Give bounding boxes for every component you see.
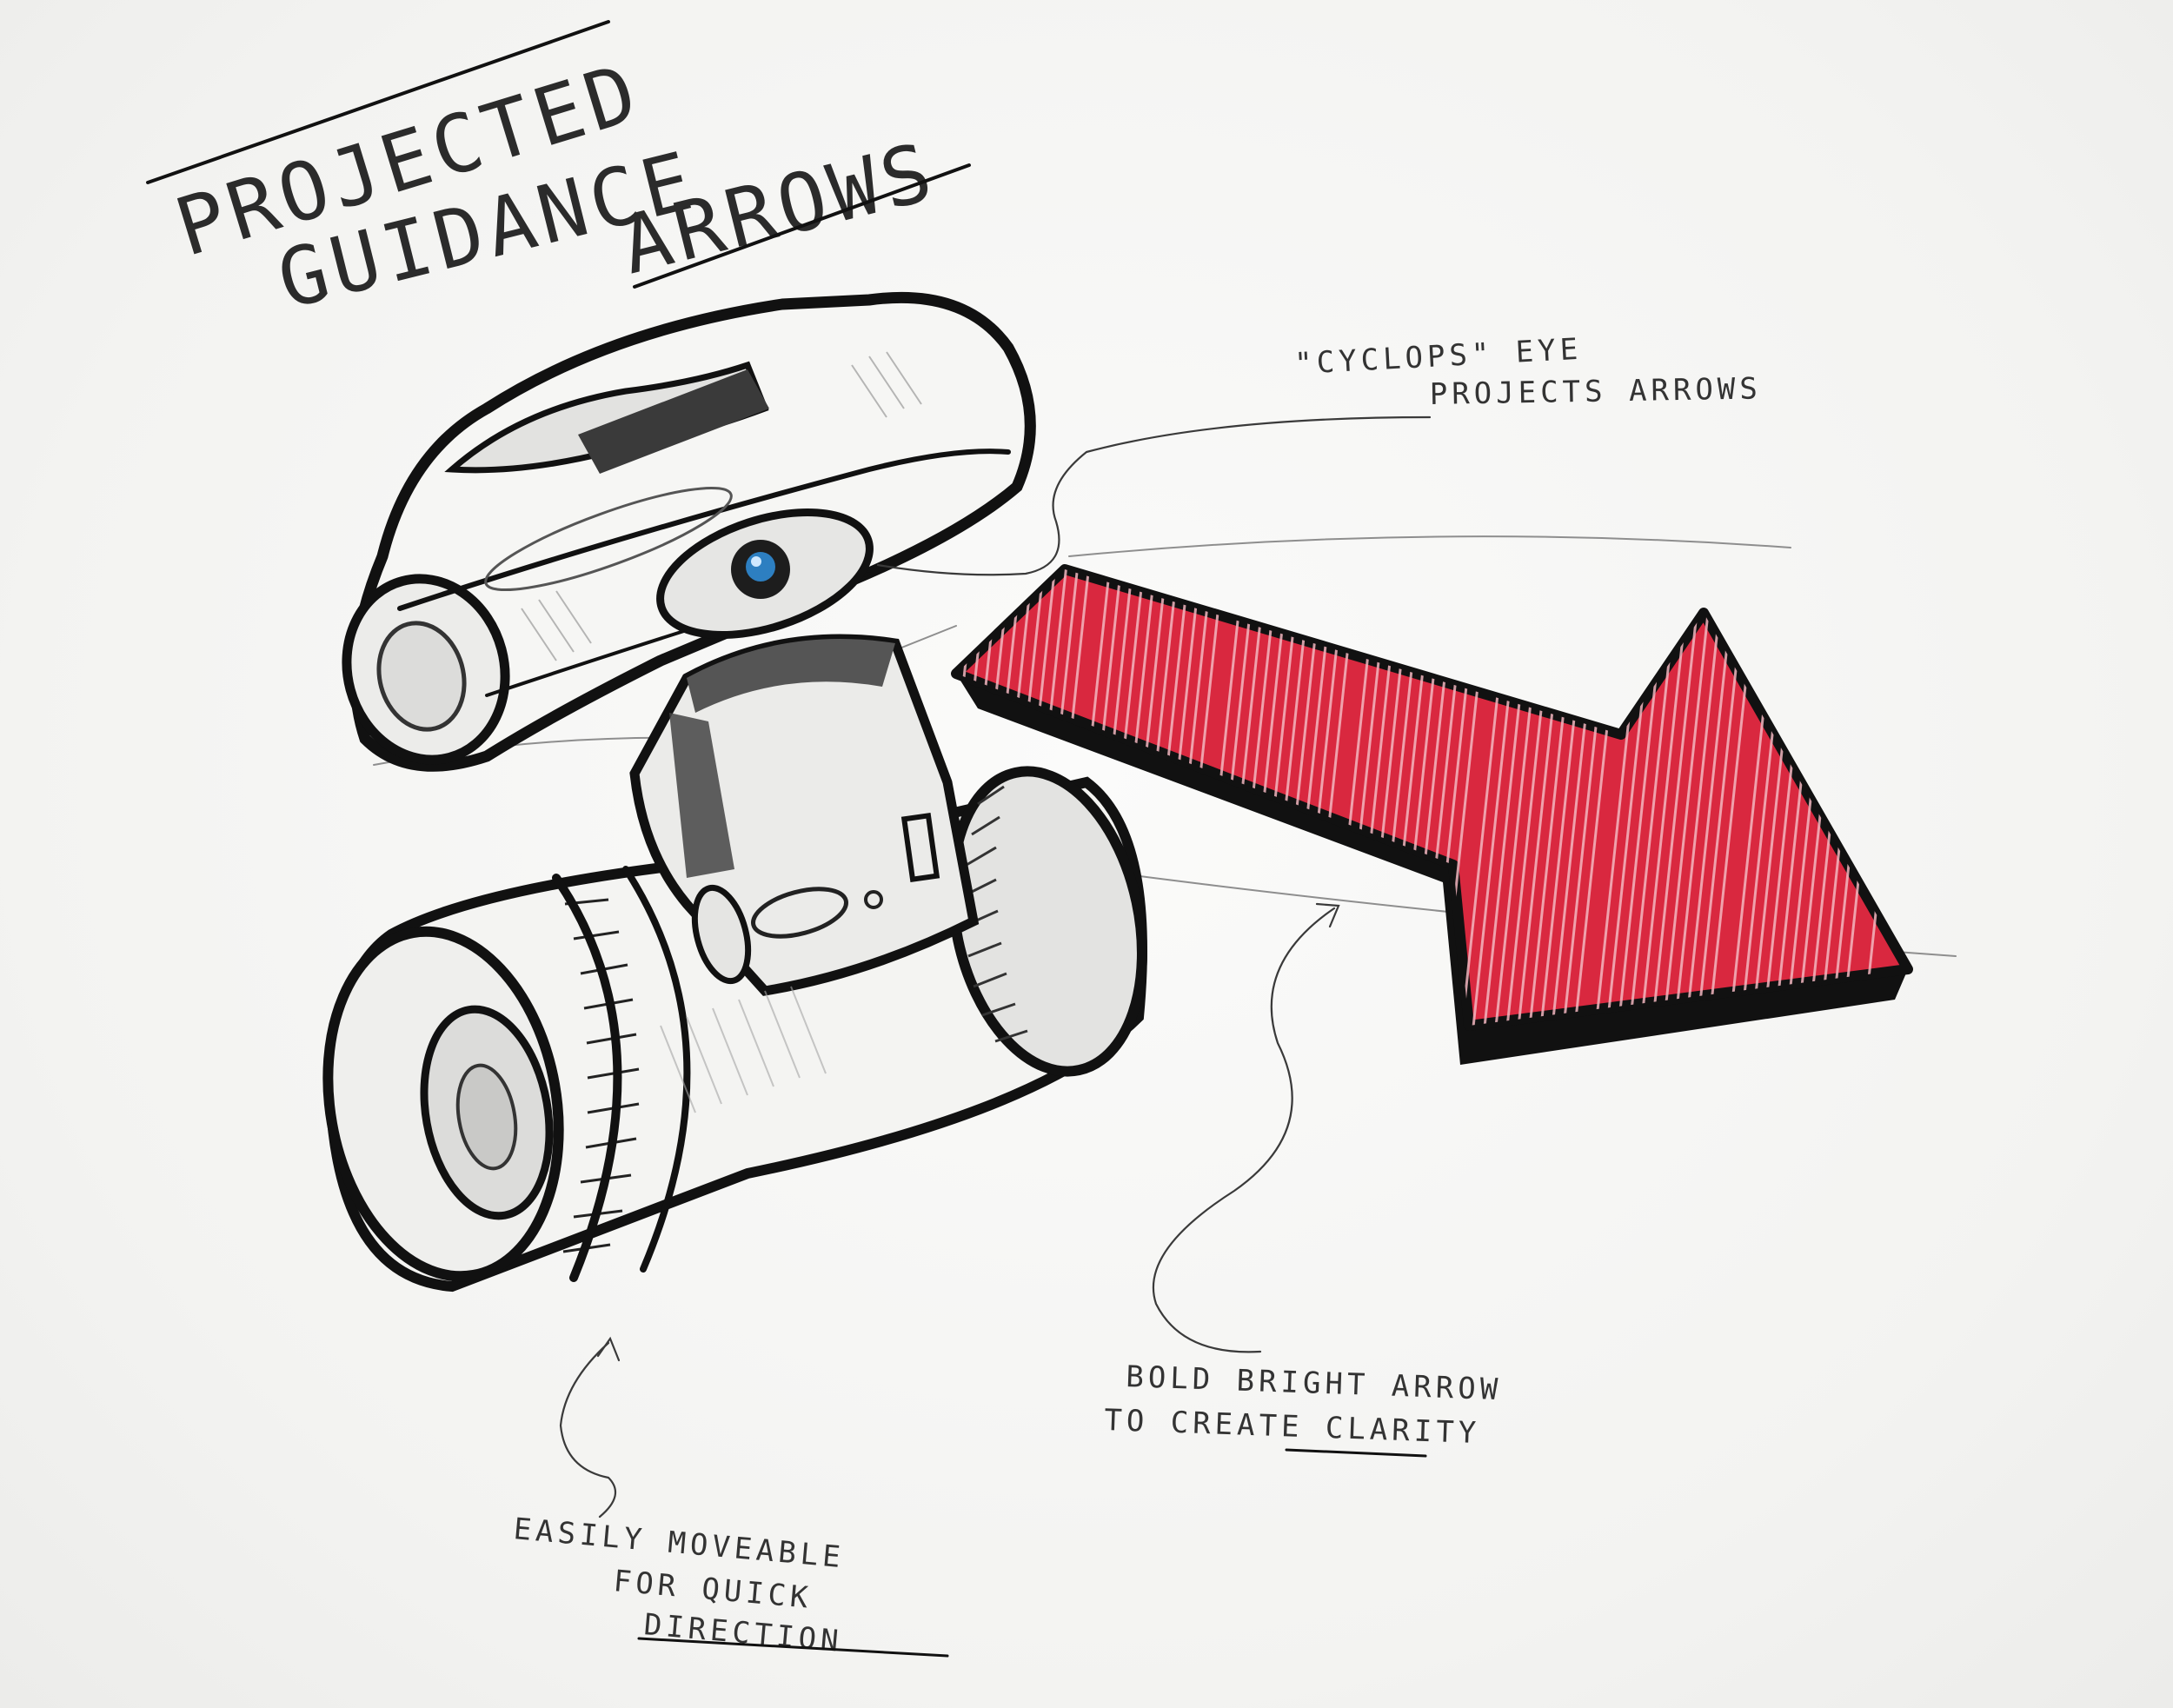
arrow-hatch-stroke: [1671, 569, 1727, 1026]
arrow-leader-line: [1152, 907, 1336, 1353]
arrow-note-line-2: TO CREATE CLARITY: [1104, 1403, 1481, 1451]
wheel-note-line-2: FOR QUICK: [612, 1564, 814, 1616]
wheel-leader-line: [559, 1341, 617, 1519]
arrow-extrusion: [956, 674, 1908, 1065]
annotation-bold-arrow: BOLD BRIGHT ARROW TO CREATE CLARITY: [1104, 902, 1503, 1458]
arrow-hatch-stroke: [1649, 569, 1705, 1026]
neck-shadow: [687, 639, 895, 713]
wheel-note-line-1: EASILY MOVEABLE: [512, 1512, 846, 1575]
robot-head: [349, 291, 1036, 772]
title-block: PROJECTED GUIDANCE ARROWS: [146, 20, 971, 327]
cyclops-eye-icon: [746, 552, 775, 582]
arrow-hatch-stroke: [1660, 569, 1716, 1026]
cyclops-note-line-1: "CYCLOPS" EYE: [1293, 332, 1583, 382]
wheel-note-line-3: DIRECTION: [642, 1607, 844, 1659]
cyclops-note-line-2: PROJECTS ARROWS: [1429, 371, 1762, 412]
robot-sketch-icon: [322, 291, 1147, 1293]
wheel-right: [947, 766, 1147, 1077]
wheel-right-tread: [964, 785, 1028, 1043]
arrow-note-line-1: BOLD BRIGHT ARROW: [1126, 1359, 1503, 1407]
projected-arrow-icon: [951, 564, 1913, 1065]
cyclops-leader-line: [876, 415, 1432, 576]
annotation-easily-moveable: EASILY MOVEABLE FOR QUICK DIRECTION: [512, 1336, 949, 1659]
